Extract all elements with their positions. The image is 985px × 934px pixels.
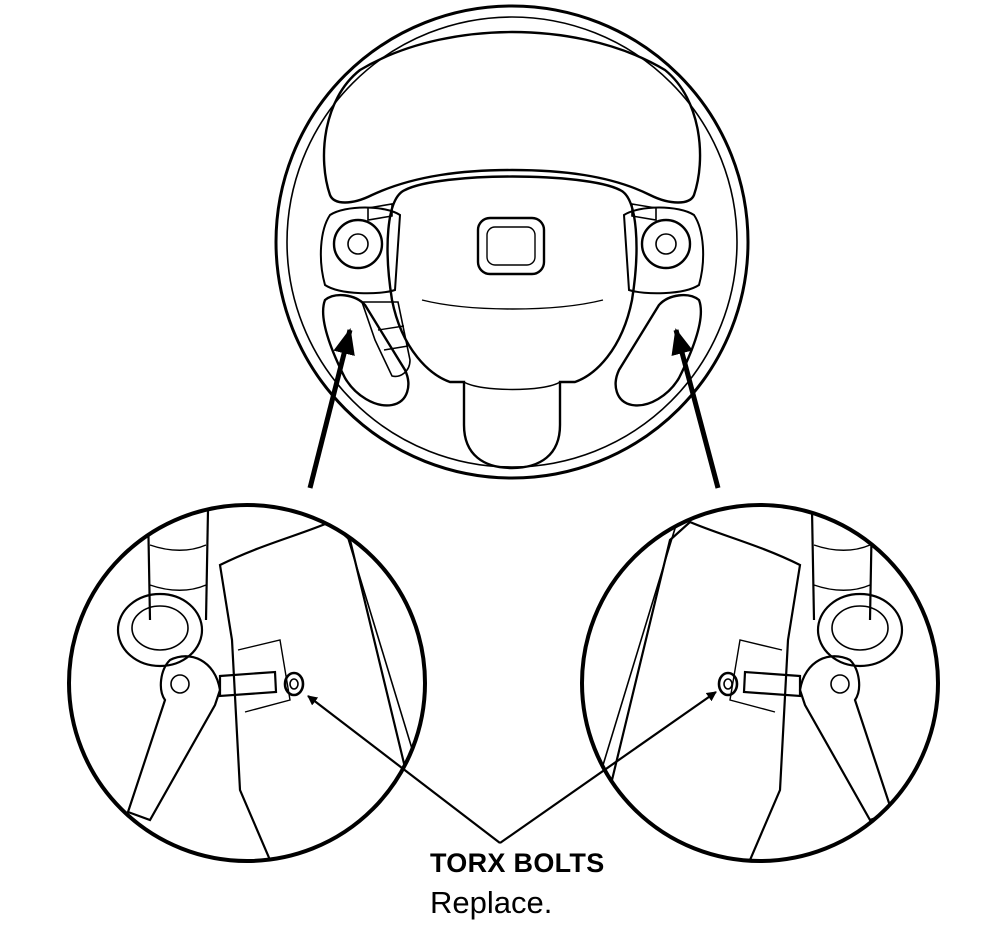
lower-right-opening bbox=[614, 293, 703, 407]
lower-left-opening bbox=[321, 293, 410, 407]
right-detail-frame bbox=[580, 503, 940, 863]
right-spoke bbox=[622, 206, 705, 295]
left-dial-inner bbox=[347, 233, 369, 255]
right-detail-view bbox=[580, 503, 940, 863]
leader-to-left-bolt bbox=[307, 695, 501, 844]
wheel-inner-rim bbox=[286, 16, 738, 468]
wheel-outer-rim bbox=[274, 4, 750, 480]
emblem bbox=[476, 216, 546, 276]
left-torx-bolt bbox=[283, 671, 305, 697]
right-small-button bbox=[631, 203, 657, 221]
left-extension bbox=[218, 670, 278, 698]
callout-note: Replace. bbox=[430, 885, 553, 920]
left-dial-outer bbox=[332, 218, 384, 270]
right-dial-outer bbox=[640, 218, 692, 270]
steering-wheel bbox=[274, 4, 750, 480]
left-hub-panel bbox=[218, 520, 410, 861]
hub-bottom-pad bbox=[463, 381, 561, 391]
right-torx-bolt bbox=[717, 671, 739, 697]
right-boss-outer bbox=[816, 592, 904, 668]
right-extension bbox=[742, 670, 802, 698]
leader-to-right-bolt bbox=[499, 691, 717, 844]
left-boss-inner bbox=[131, 605, 189, 651]
right-ratchet-handle bbox=[798, 655, 894, 822]
right-boss-inner bbox=[831, 605, 889, 651]
left-boss-outer bbox=[116, 592, 204, 668]
left-detail-frame bbox=[67, 503, 427, 863]
left-ratchet-handle bbox=[126, 655, 222, 822]
left-switch-line-2 bbox=[383, 345, 409, 351]
left-switch-line-1 bbox=[377, 325, 405, 331]
emblem-inner bbox=[486, 226, 536, 266]
left-small-button bbox=[367, 203, 393, 221]
bolt-leader-lines bbox=[307, 691, 717, 844]
hub-horn-line bbox=[421, 299, 604, 310]
left-shaft bbox=[146, 509, 210, 621]
left-detail-view bbox=[67, 503, 427, 863]
wheel-upper-opening bbox=[322, 30, 702, 204]
callout-title: TORX BOLTS bbox=[430, 848, 605, 878]
left-spoke bbox=[319, 206, 402, 295]
right-hub-panel bbox=[610, 520, 802, 861]
arrow-to-right-opening bbox=[671, 328, 721, 489]
airbag-hub bbox=[386, 175, 638, 470]
left-lower-switches bbox=[360, 301, 411, 378]
arrow-to-left-opening bbox=[307, 328, 355, 489]
right-dial-inner bbox=[655, 233, 677, 255]
